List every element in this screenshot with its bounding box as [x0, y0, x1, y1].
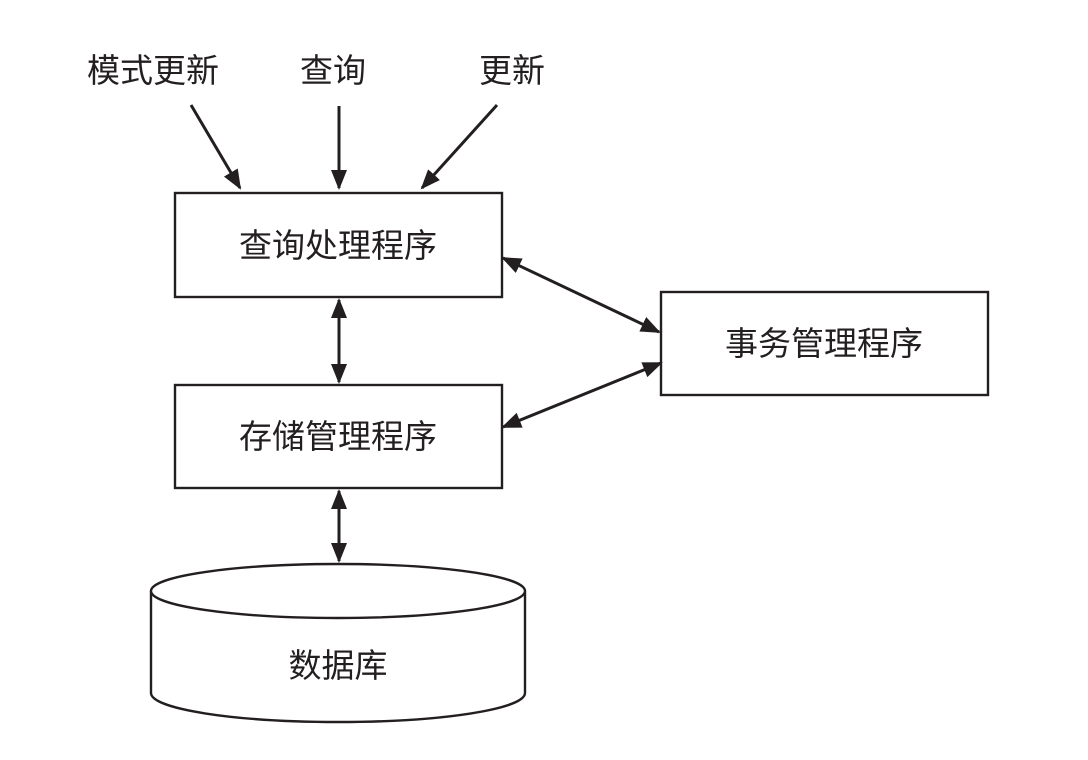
node-label-storage-manager: 存储管理程序: [239, 417, 437, 456]
input-label-query: 查询: [300, 51, 366, 90]
node-label-query-processor: 查询处理程序: [239, 226, 437, 265]
input-label-update: 更新: [479, 51, 545, 90]
arrow-query-processor-transaction-manager: [501, 256, 661, 334]
arrow-schema-update-to-query-processor: [189, 104, 242, 190]
node-database: 数据库: [149, 562, 527, 724]
input-label-schema-update: 模式更新: [87, 51, 219, 90]
arrow-storage-manager-transaction-manager: [501, 361, 663, 429]
node-query-processor: 查询处理程序: [173, 191, 504, 299]
node-label-database: 数据库: [289, 646, 388, 685]
node-transaction-manager: 事务管理程序: [659, 290, 990, 397]
node-storage-manager: 存储管理程序: [173, 383, 504, 490]
arrow-update-to-query-processor: [420, 103, 499, 190]
node-label-transaction-manager: 事务管理程序: [725, 324, 923, 363]
